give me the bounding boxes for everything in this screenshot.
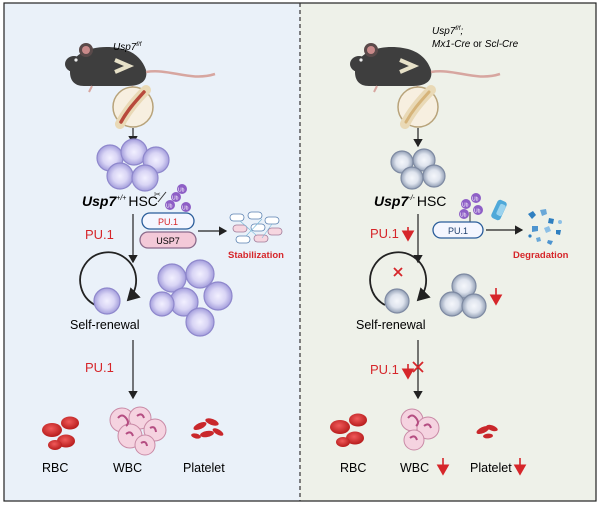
left-self-renewal-label: Self-renewal bbox=[70, 318, 139, 332]
right-platelet-icon bbox=[476, 424, 498, 439]
right-rbc-label: RBC bbox=[340, 461, 366, 475]
right-pu1-label-2: PU.1 bbox=[370, 362, 399, 377]
left-wbc-icon bbox=[109, 406, 167, 456]
svg-text:Ub: Ub bbox=[182, 206, 189, 212]
right-pu1-protein-box bbox=[432, 221, 484, 239]
right-wbc-icon bbox=[400, 408, 440, 451]
right-wbc-label: WBC bbox=[400, 461, 429, 475]
degradation-label: Degradation bbox=[513, 250, 569, 261]
right-differentiation-block-icon bbox=[412, 361, 424, 373]
left-platelet-icon bbox=[191, 418, 224, 439]
svg-text:Ub: Ub bbox=[472, 197, 479, 203]
bone-marrow-icon-right bbox=[397, 85, 439, 129]
right-self-renewal-block-icon bbox=[393, 267, 403, 277]
right-panel bbox=[300, 3, 596, 501]
right-platelet-label: Platelet bbox=[470, 461, 512, 475]
svg-text:Ub: Ub bbox=[474, 209, 481, 215]
svg-text:✂: ✂ bbox=[154, 190, 161, 199]
svg-text:Ub: Ub bbox=[166, 204, 173, 210]
left-wbc-label: WBC bbox=[113, 461, 142, 475]
svg-text:Ub: Ub bbox=[460, 213, 467, 219]
left-hsc-label: Usp7+/+HSC bbox=[82, 193, 158, 209]
right-reduced-hsc-cluster-icon bbox=[439, 273, 487, 319]
right-self-renewal-label: Self-renewal bbox=[356, 318, 425, 332]
right-rbc-icon bbox=[330, 413, 367, 447]
left-genotype: Usp7f/f bbox=[113, 42, 143, 53]
right-self-renewal-loop bbox=[369, 251, 431, 306]
right-cre-lines: Mx1-Cre or Scl-Cre bbox=[432, 39, 519, 50]
right-ubiquitin-chain-icon: Ub Ub Ub Ub bbox=[459, 193, 483, 222]
pu1-protein-label: PU.1 bbox=[158, 217, 178, 227]
usp7-protein-box bbox=[139, 231, 197, 249]
left-rbc-icon bbox=[42, 416, 79, 450]
right-hsc-cluster-icon bbox=[390, 148, 446, 190]
svg-text:Ub: Ub bbox=[462, 203, 469, 209]
left-pu1-label-2: PU.1 bbox=[85, 360, 114, 375]
right-pu1-protein-label: PU.1 bbox=[448, 226, 468, 236]
stabilization-label: Stabilization bbox=[228, 250, 284, 261]
left-platelet-label: Platelet bbox=[183, 461, 225, 475]
degraded-fragments-icon bbox=[528, 209, 562, 245]
usp7-protein-label: USP7 bbox=[156, 236, 180, 246]
right-hsc-label: Usp7-/-HSC bbox=[374, 193, 446, 209]
left-panel bbox=[4, 3, 300, 501]
svg-text:Ub: Ub bbox=[178, 188, 185, 194]
stabilized-pu1-complex-icon bbox=[229, 211, 283, 244]
pu1-protein-box bbox=[141, 212, 195, 230]
left-self-renewing-hsc-icon bbox=[93, 287, 121, 315]
proteasome-icon bbox=[491, 199, 507, 221]
ubiquitin-chain-icon: Ub Ub Ub Ub ✂ bbox=[154, 184, 191, 212]
left-self-renewal-loop bbox=[79, 251, 141, 306]
svg-text:Ub: Ub bbox=[172, 196, 179, 202]
left-pu1-label: PU.1 bbox=[85, 227, 114, 242]
left-rbc-label: RBC bbox=[42, 461, 68, 475]
right-pu1-label: PU.1 bbox=[370, 226, 399, 241]
right-self-renewing-hsc-icon bbox=[384, 288, 410, 314]
expanded-hsc-cluster-icon bbox=[149, 259, 233, 337]
mouse-icon bbox=[65, 43, 216, 93]
bone-marrow-icon bbox=[112, 85, 154, 129]
hsc-cluster-icon bbox=[96, 138, 170, 192]
right-genotype: Usp7f/f; bbox=[432, 26, 463, 37]
